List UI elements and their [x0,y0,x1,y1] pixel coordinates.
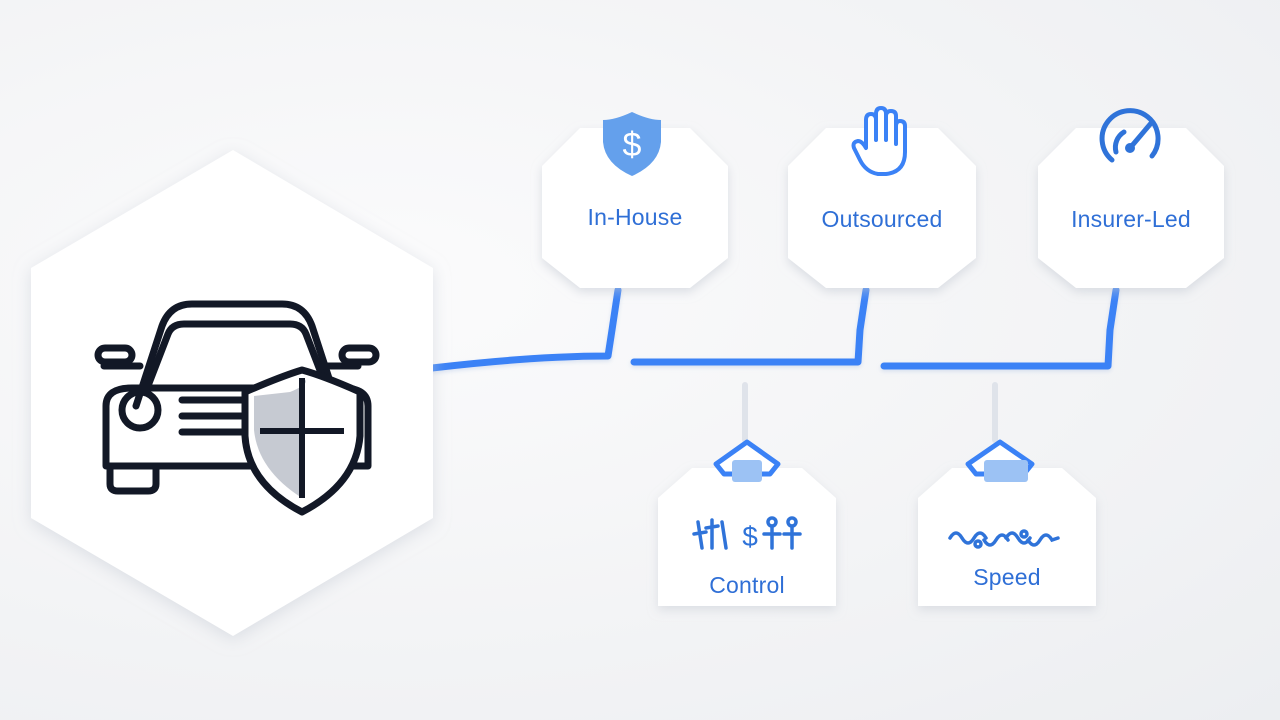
gauge-icon [1094,108,1166,172]
benefit-label: Speed [973,564,1041,590]
benefit-node-speed: Speed [916,439,1098,608]
svg-text:$: $ [742,521,758,552]
link-badge [713,439,781,477]
trunk-line-2 [630,286,870,366]
option-label: In-House [587,204,683,230]
option-node-insurer-led: Insurer-Led [1036,108,1226,290]
people-icon: $ [692,514,802,554]
option-label: Outsourced [821,206,943,232]
hand-icon [850,106,910,178]
benefit-node-control: $ Control [656,439,838,608]
trunk-line-3 [880,286,1120,370]
car-shield-icon [92,296,382,516]
wave-icon [948,526,1060,552]
trunk-line-1 [428,286,622,372]
option-node-outsourced: Outsourced [786,106,978,290]
benefit-label: Control [709,572,785,598]
svg-text:$: $ [623,126,642,164]
center-hexagon [28,148,438,638]
dollar-shield-icon: $ [597,108,667,178]
option-node-in-house: $ In-House [540,112,730,290]
option-label: Insurer-Led [1071,206,1191,232]
